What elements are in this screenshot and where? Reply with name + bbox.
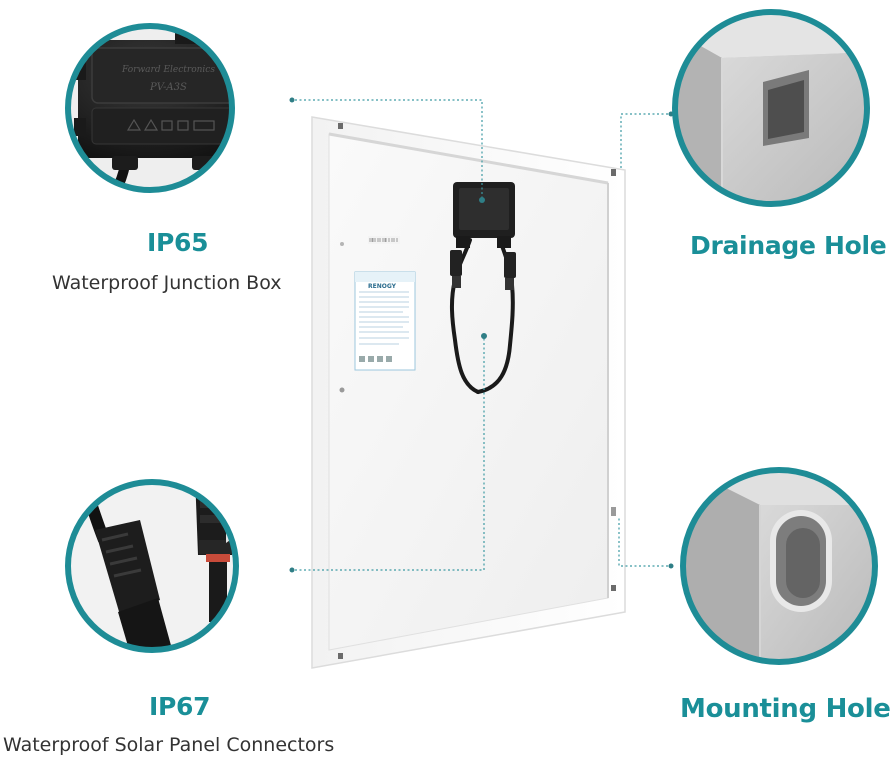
panel-junction-box bbox=[453, 182, 515, 248]
mounting-hole-title: Mounting Hole bbox=[680, 694, 890, 724]
junction-box-brand: Forward Electronics bbox=[121, 65, 215, 75]
spec-label-brand: RENOGY bbox=[368, 283, 397, 290]
leader-endpoints bbox=[289, 97, 674, 573]
drainage-hole-title: Drainage Hole bbox=[690, 231, 887, 260]
junction-box-rating-title: IP65 bbox=[147, 228, 209, 257]
mc4-connector-closeup bbox=[65, 479, 239, 653]
junction-box-closeup: Forward Electronics PV-A3S bbox=[65, 23, 235, 193]
drainage-hole-closeup bbox=[672, 9, 870, 207]
spec-label: RENOGY bbox=[354, 271, 416, 371]
leader-lines bbox=[295, 99, 668, 571]
mounting-hole-closeup bbox=[680, 467, 878, 665]
barcode-sticker bbox=[368, 236, 400, 244]
panel-connector-right bbox=[504, 252, 516, 278]
panel-connector-left bbox=[450, 250, 462, 276]
connector-rating-title: IP67 bbox=[149, 692, 211, 721]
connector-description: Waterproof Solar Panel Connectors bbox=[3, 734, 335, 756]
solar-panel-back: RENOGY bbox=[311, 116, 626, 669]
junction-box-description: Waterproof Junction Box bbox=[52, 272, 282, 294]
junction-box-model: PV-A3S bbox=[149, 82, 187, 93]
